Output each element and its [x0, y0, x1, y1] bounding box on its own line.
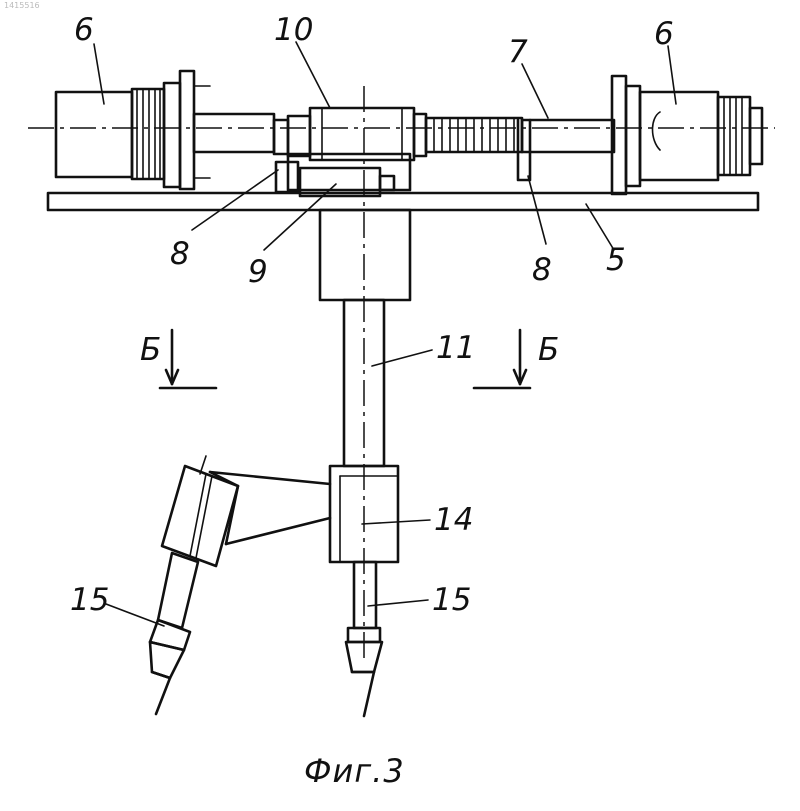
- lead-screw: [426, 118, 614, 152]
- left-tool: [150, 553, 198, 714]
- label-base: 5: [606, 242, 626, 278]
- label-tool-right: 15: [432, 582, 471, 618]
- drive-assembly: [28, 71, 775, 300]
- label-rod: 11: [436, 330, 475, 366]
- section-marker-left: [160, 330, 216, 388]
- left-motor: [56, 71, 194, 189]
- label-coupling: 10: [274, 12, 313, 48]
- label-section-right: Б: [538, 332, 559, 368]
- right-guide: [518, 120, 530, 180]
- figure-caption: Фиг.3: [304, 752, 405, 790]
- housing: [320, 210, 410, 300]
- label-motor-left: 6: [74, 12, 94, 48]
- base-plate: [48, 193, 758, 210]
- label-carriage: 9: [248, 254, 268, 290]
- coupling: [274, 108, 426, 192]
- right-motor: [612, 76, 762, 194]
- label-clamp: 14: [434, 502, 473, 538]
- label-guide-right: 8: [532, 252, 552, 288]
- label-tool-left: 15: [70, 582, 109, 618]
- left-shaft: [194, 114, 274, 152]
- label-screw: 7: [508, 34, 528, 70]
- label-guide-left: 8: [170, 236, 190, 272]
- section-marker-right: [474, 330, 530, 388]
- label-motor-right: 6: [654, 16, 674, 52]
- document-number: 1415516: [4, 1, 40, 10]
- label-section-left: Б: [140, 332, 161, 368]
